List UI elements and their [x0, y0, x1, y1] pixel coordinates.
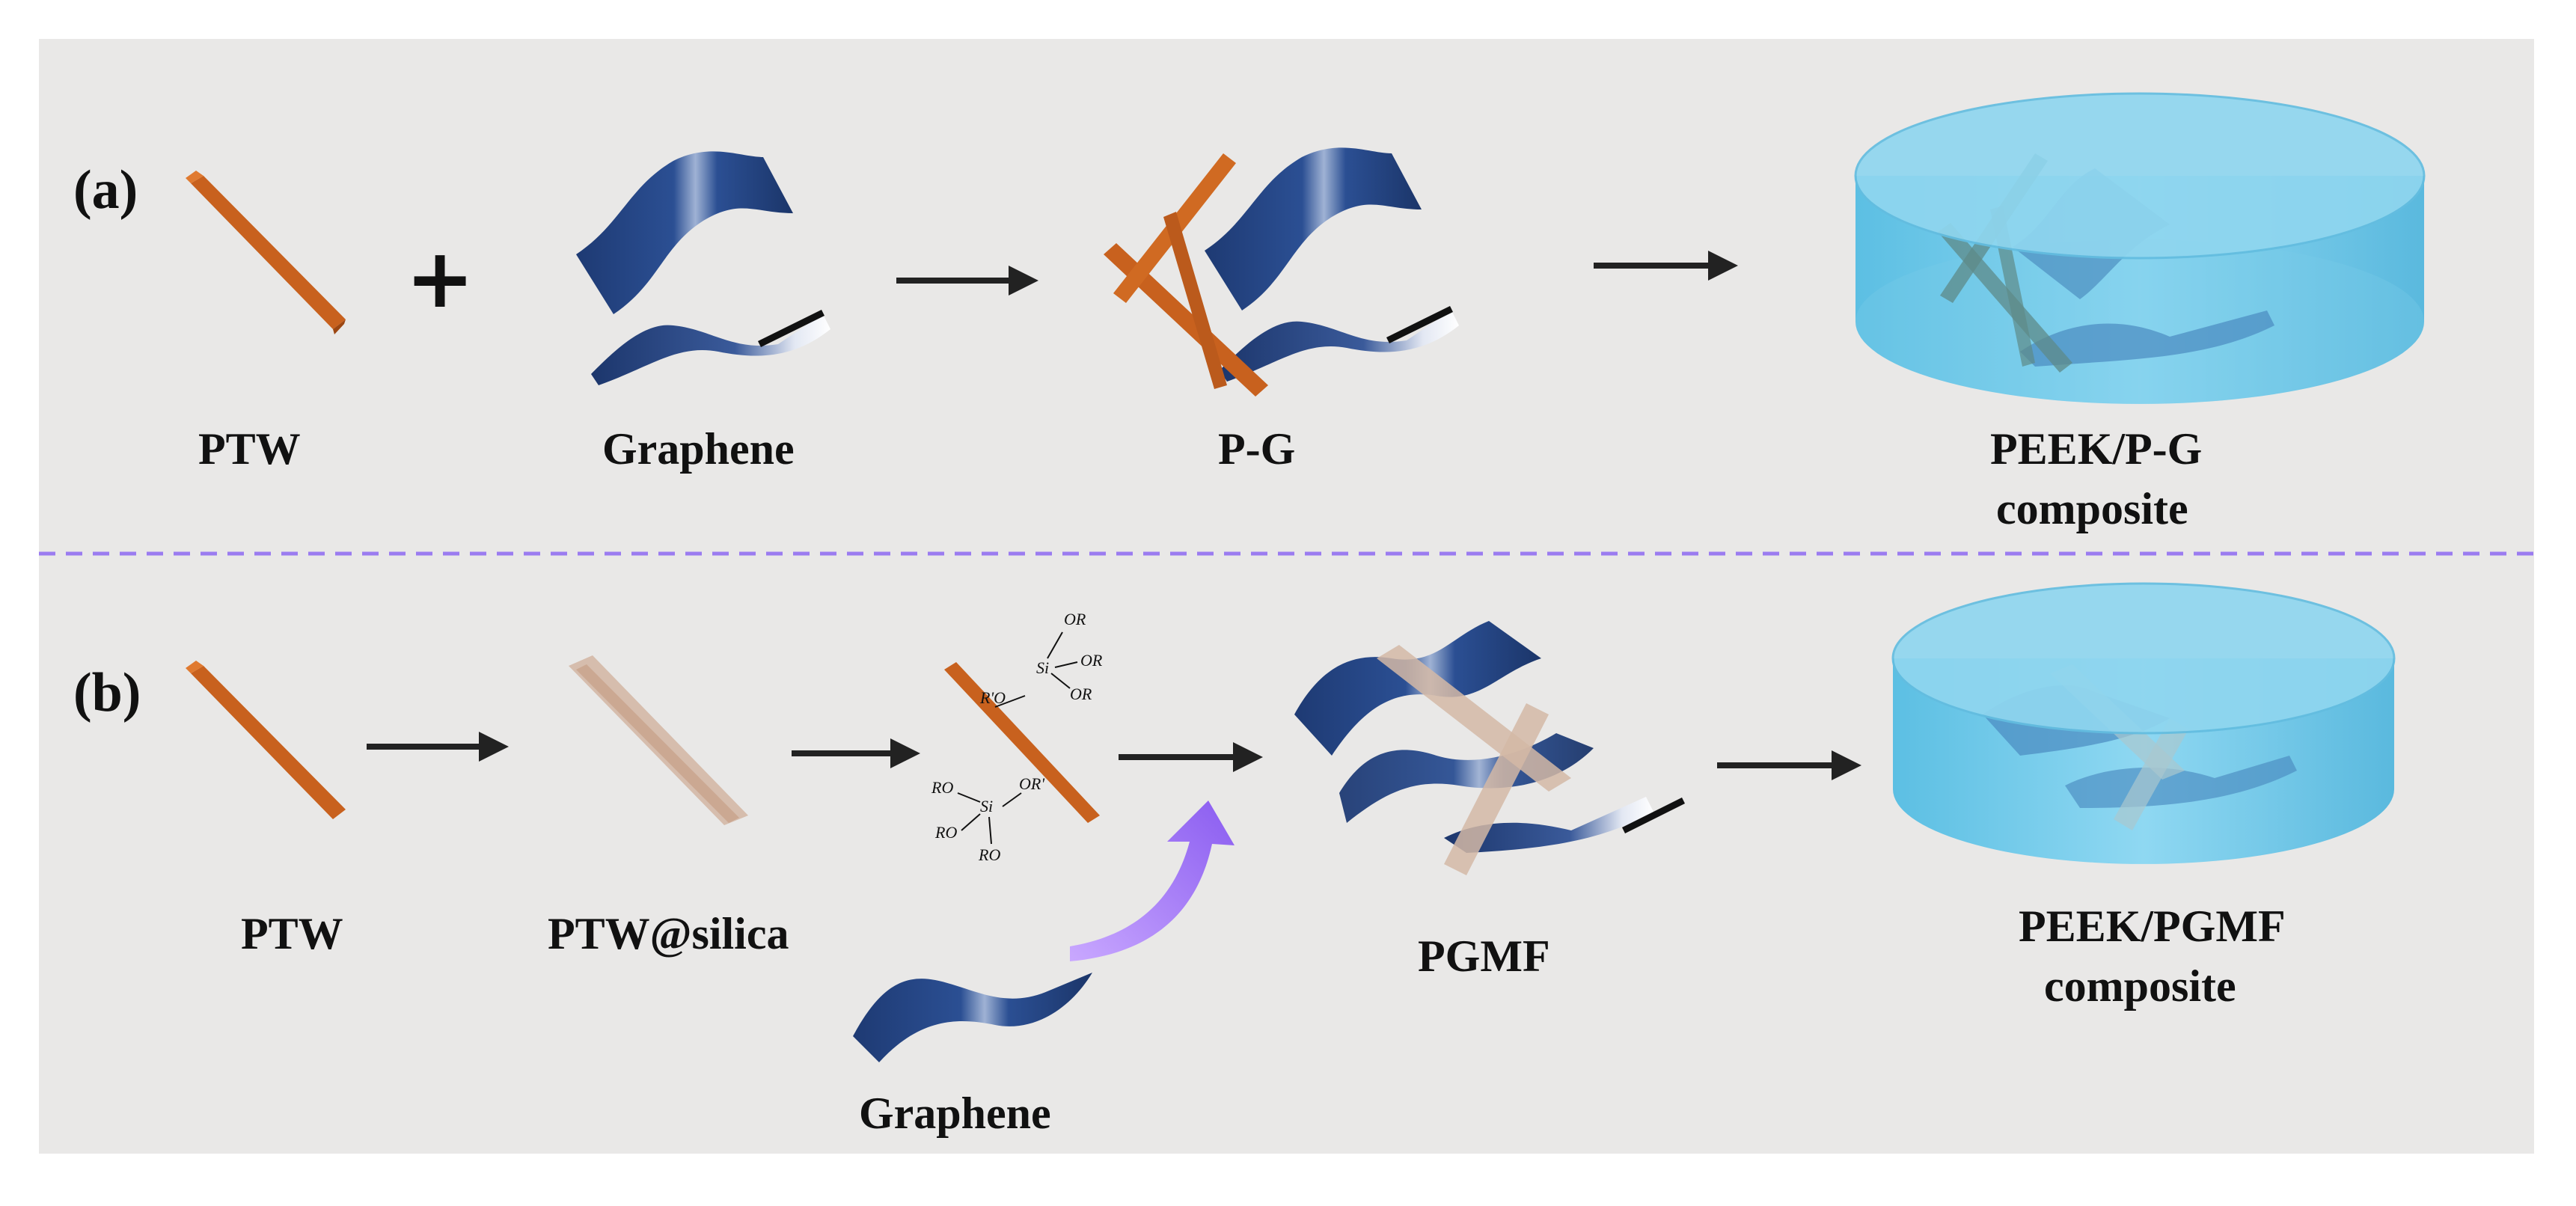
chem-or-right: OR	[1070, 685, 1092, 703]
chem-or-top: OR	[1064, 610, 1086, 628]
pg-hybrid	[1104, 147, 1459, 397]
chem-si-bottom: Si	[980, 797, 993, 815]
label-composite-a-2: composite	[1996, 484, 2188, 533]
graphene-sheet-a	[576, 151, 830, 385]
graphene-sheet-b	[853, 973, 1092, 1062]
chem-ro-bl3: RO	[978, 845, 1000, 864]
peek-pg-composite	[1854, 92, 2426, 404]
label-graphene-b: Graphene	[859, 1089, 1051, 1138]
label-pgmf: PGMF	[1418, 931, 1550, 981]
ptw-whisker-a	[186, 171, 346, 334]
label-ptw-a: PTW	[198, 424, 301, 474]
panel-a-tag: (a)	[73, 159, 138, 221]
label-graphene-a: Graphene	[602, 424, 795, 474]
pgmf-hybrid	[1294, 621, 1686, 875]
plus-sign: +	[406, 230, 474, 326]
label-composite-a-1: PEEK/P-G	[1990, 424, 2202, 474]
label-composite-b-1: PEEK/PGMF	[2019, 902, 2286, 951]
chem-or-prime-bottom: OR'	[1019, 774, 1044, 793]
chem-ro-bl2: RO	[934, 823, 957, 842]
label-ptw-b: PTW	[241, 909, 343, 958]
silane-modified-ptw: R'O Si OR OR OR RO Si OR' RO RO	[931, 610, 1103, 864]
peek-pgmf-composite	[1891, 582, 2396, 864]
curved-arrow	[1070, 801, 1235, 961]
panel-b-tag: (b)	[73, 662, 141, 723]
label-pg: P-G	[1218, 424, 1295, 474]
ptw-whisker-b	[186, 661, 346, 819]
chem-or-mid: OR	[1080, 651, 1103, 670]
ptw-silica-whisker	[569, 655, 748, 825]
label-ptw-silica: PTW@silica	[548, 909, 789, 958]
chem-r-o-top: R'O	[979, 688, 1006, 707]
chem-si-top: Si	[1036, 658, 1049, 677]
chem-ro-bl1: RO	[931, 778, 953, 797]
label-composite-b-2: composite	[2044, 961, 2236, 1011]
